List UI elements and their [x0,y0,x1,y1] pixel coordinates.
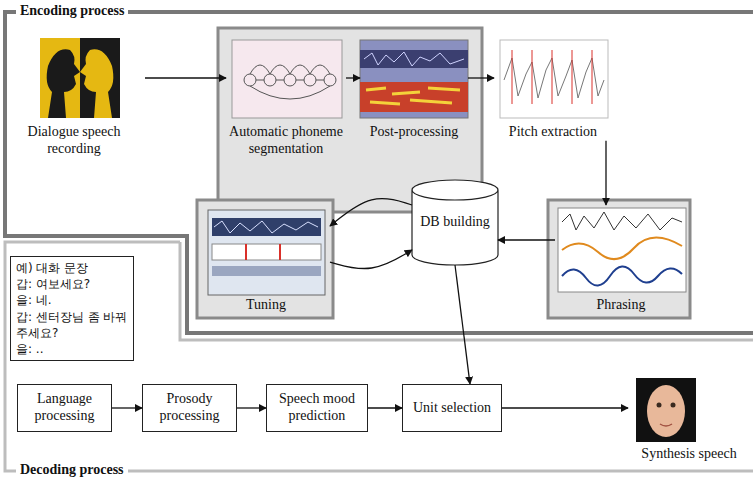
flow-arrow [112,407,142,408]
tuning-picture [208,210,325,295]
node-label: Unit selection [413,400,491,417]
node-label: DB building [420,214,490,231]
flow-arrow [455,265,470,384]
dialogue-line: 을: 네. [16,292,128,308]
dialogue-line: 갑: 센터장님 좀 바꿔 주세요? [16,309,128,341]
region-title: Decoding process [16,462,128,478]
recording-step: Dialogue speech recording [3,36,145,158]
flow-arrow [330,199,412,226]
node-label: Synthesis speech [628,446,750,463]
hmm-state [304,74,316,86]
pitch-picture [500,40,608,118]
waveform [504,58,604,98]
node-label: Prosody processing [148,391,231,425]
face-profile [47,49,80,118]
pitch-contour [562,237,682,259]
flow-arrow [502,407,628,408]
waveform-band [212,218,321,236]
phrasing-picture [558,208,686,292]
process-box: Unit selection [402,384,502,432]
node-label: Tuning [202,297,330,314]
node-label: Automatic phoneme segmentation [226,124,346,158]
hmm-picture [232,40,342,118]
waveform [214,221,318,233]
node-label: Post-processing [360,124,468,141]
dialogue-line: 갑: 여보세요? [16,276,128,292]
unit-marks [246,244,280,260]
face-profile [80,49,113,118]
formant-stripes [366,88,460,104]
output-step: Synthesis speech [628,376,750,463]
process-step: Automatic phoneme segmentation [226,36,346,158]
pitch-marks [512,50,592,104]
grey-panel [197,200,333,318]
face-picture [636,378,696,442]
face [647,385,685,437]
track [212,266,321,276]
node-label: Pitch extraction [494,124,612,141]
process-box: Prosody processing [142,384,237,432]
node-label: Dialogue speech recording [3,124,145,158]
flow-arrow [498,239,555,240]
hmm-arcs [244,65,336,99]
waveform [562,212,682,230]
icon-half [80,38,120,118]
process-box: Language processing [17,384,112,432]
flow-arrow [468,77,494,78]
process-step: Tuning [202,205,330,314]
database-cylinder [412,180,498,265]
process-box: Speech mood prediction [266,384,368,432]
node-label: Language processing [23,391,106,425]
flow-arrow [330,250,412,269]
flow-arrow [237,407,266,408]
mouth [660,424,672,426]
flow-arrow [346,77,360,78]
icon-half [40,38,80,118]
dialogue-text-box: 예) 대화 문장갑: 여보세요?을: 네.갑: 센터장님 좀 바꿔 주세요?을:… [10,256,134,361]
spectrogram [360,40,468,118]
spectrum-band [360,82,468,112]
region-title: Encoding process [16,3,128,19]
grey-panel [548,200,690,318]
track [212,244,321,260]
process-step: Phrasing [555,205,687,314]
eye [657,403,662,408]
dialogue-line: 을: .. [16,341,128,357]
database: DB building [412,180,498,265]
hmm-state [284,74,296,86]
waveform-band [360,50,468,68]
flow-arrow [368,407,402,408]
flow-arrow [145,77,226,78]
hmm-state [264,74,276,86]
flow-arrow [605,141,606,205]
waveform [364,52,464,66]
process-step: Pitch extraction [494,36,612,141]
node-label: Speech mood prediction [272,391,362,425]
process-step: Post-processing [360,36,468,141]
dialogue-line: 예) 대화 문장 [16,260,128,276]
eye [671,403,676,408]
node-label: Phrasing [555,297,687,314]
hmm-state [244,74,256,86]
hmm-state [324,74,336,86]
phrase-curve [562,266,682,285]
